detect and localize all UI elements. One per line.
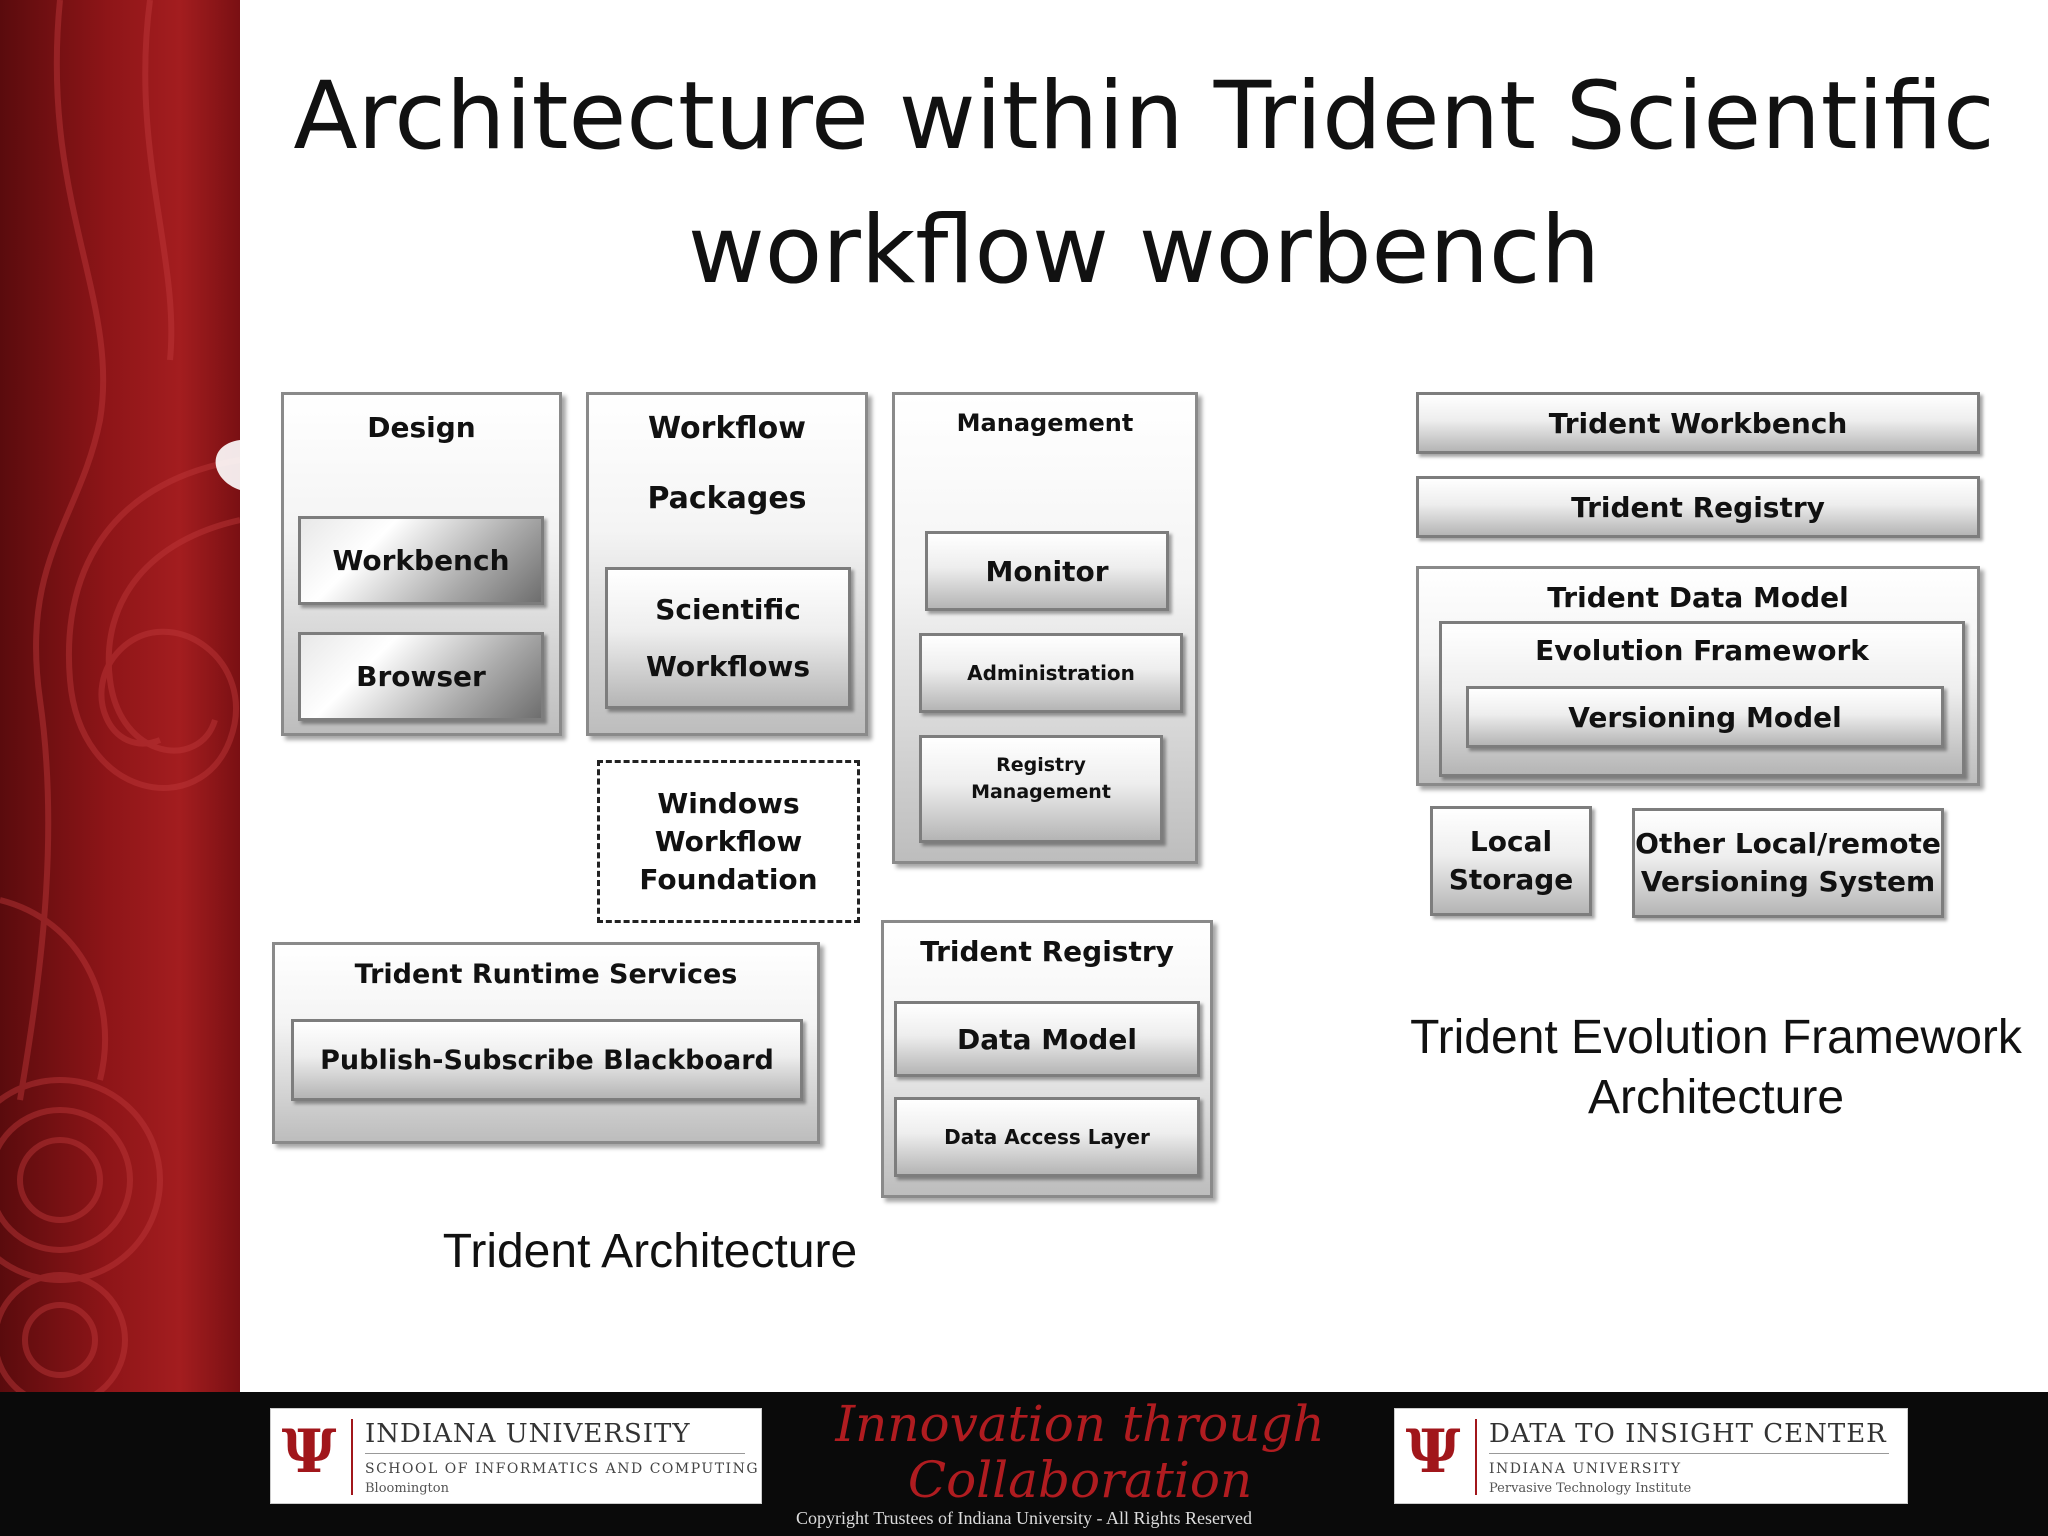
slogan-text: Innovation through Collaboration [835, 1395, 1325, 1509]
registry-management-label: Registry Management [971, 754, 1111, 803]
design-label: Design [367, 411, 476, 444]
iu-trident-icon: Ψ [281, 1417, 337, 1487]
other-versioning-system-label: Other Local/remote Versioning System [1635, 827, 1941, 898]
data-access-layer-label: Data Access Layer [944, 1125, 1150, 1149]
evolution-framework-box: Evolution Framework Versioning Model [1439, 621, 1965, 777]
local-storage-label: Local Storage [1448, 825, 1574, 896]
trident-data-model-box: Trident Data Model Evolution Framework V… [1416, 566, 1980, 786]
windows-workflow-foundation-box: Windows Workflow Foundation [597, 760, 860, 923]
trident-registry-box-right: Trident Registry [1416, 476, 1980, 538]
browser-label: Browser [356, 660, 486, 693]
other-versioning-system-box: Other Local/remote Versioning System [1632, 808, 1944, 918]
publish-subscribe-label: Publish-Subscribe Blackboard [320, 1044, 774, 1076]
registry-label-left: Trident Registry [920, 935, 1174, 968]
iu-name: INDIANA UNIVERSITY [365, 1419, 691, 1449]
publish-subscribe-box: Publish-Subscribe Blackboard [291, 1019, 803, 1101]
data-access-layer-box: Data Access Layer [894, 1097, 1200, 1177]
workflow-packages-box: Workflow Packages Scientific Workflows [586, 392, 868, 736]
management-label: Management [956, 409, 1134, 437]
trident-registry-box-left: Trident Registry Data Model Data Access … [881, 920, 1213, 1198]
slide-title: Architecture within Trident Scientific w… [293, 62, 1995, 305]
trident-workbench-label: Trident Workbench [1548, 406, 1848, 440]
registry-management-box: Registry Management [919, 735, 1163, 843]
iu-informatics-logo: Ψ INDIANA UNIVERSITY SCHOOL OF INFORMATI… [270, 1408, 762, 1504]
footer-bar: Ψ INDIANA UNIVERSITY SCHOOL OF INFORMATI… [0, 1392, 2048, 1536]
administration-box: Administration [919, 633, 1183, 713]
logo-divider [1475, 1419, 1477, 1495]
administration-label: Administration [967, 661, 1135, 685]
packages-label: Packages [647, 481, 807, 516]
wwf-label: Windows Workflow Foundation [639, 786, 818, 896]
trident-architecture-caption: Trident Architecture [442, 1225, 858, 1278]
iu-school: SCHOOL OF INFORMATICS AND COMPUTING [365, 1461, 760, 1477]
scientific-label: Scientific [655, 593, 801, 626]
logo-divider [351, 1419, 353, 1495]
trident-runtime-services-box: Trident Runtime Services Publish-Subscri… [272, 942, 820, 1144]
browser-box: Browser [298, 632, 544, 721]
monitor-box: Monitor [925, 531, 1169, 611]
versioning-model-label: Versioning Model [1568, 700, 1842, 734]
trident-data-model-label: Trident Data Model [1547, 581, 1849, 614]
d2i-logo: Ψ DATA TO INSIGHT CENTER INDIANA UNIVERS… [1394, 1408, 1908, 1504]
evolution-framework-caption: Trident Evolution Framework Architecture [1410, 1011, 2022, 1124]
versioning-model-box: Versioning Model [1466, 686, 1944, 748]
d2i-name: DATA TO INSIGHT CENTER [1489, 1419, 1887, 1449]
monitor-label: Monitor [985, 554, 1109, 588]
design-box: Design Workbench Browser [281, 392, 562, 736]
workbench-box: Workbench [298, 516, 544, 605]
data-model-box: Data Model [894, 1001, 1200, 1077]
decorative-left-band [0, 0, 240, 1392]
workflows-label: Workflows [645, 650, 811, 683]
management-box: Management Monitor Administration Regist… [892, 392, 1198, 864]
iu-campus: Bloomington [365, 1481, 449, 1496]
local-storage-box: Local Storage [1430, 806, 1592, 916]
trident-registry-label-right: Trident Registry [1571, 490, 1825, 524]
data-model-label: Data Model [957, 1022, 1137, 1056]
workflow-label: Workflow [648, 411, 806, 446]
d2i-university: INDIANA UNIVERSITY [1489, 1461, 1682, 1477]
logo-rule-line [1489, 1453, 1889, 1454]
iu-trident-icon: Ψ [1405, 1417, 1461, 1487]
scientific-workflows-box: Scientific Workflows [605, 567, 851, 709]
d2i-institute: Pervasive Technology Institute [1489, 1481, 1692, 1496]
runtime-label: Trident Runtime Services [354, 959, 738, 990]
logo-rule-line [365, 1453, 745, 1454]
ornament-swirl-graphic [0, 0, 240, 1392]
trident-workbench-box: Trident Workbench [1416, 392, 1980, 454]
evolution-framework-label: Evolution Framework [1535, 634, 1869, 667]
copyright-notice: Copyright Trustees of Indiana University… [796, 1508, 1252, 1528]
workbench-label: Workbench [332, 544, 510, 577]
